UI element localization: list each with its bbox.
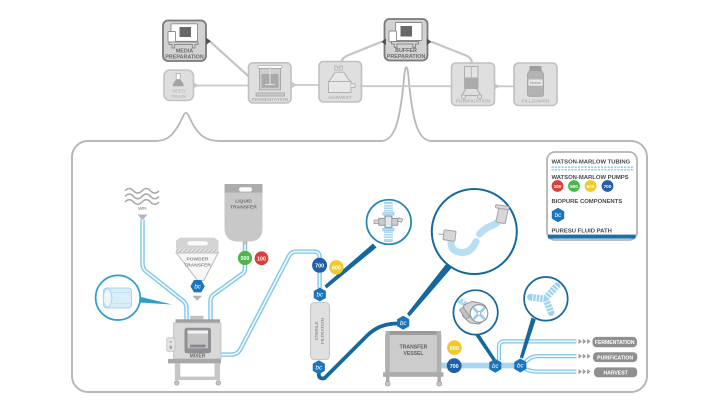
svg-text:500: 500 xyxy=(241,256,250,262)
svg-text:bc: bc xyxy=(492,363,499,370)
svg-text:TRANSFER: TRANSFER xyxy=(230,205,257,211)
svg-text:PURIFICATION: PURIFICATION xyxy=(456,99,491,105)
svg-text:HARVEST: HARVEST xyxy=(328,95,351,101)
svg-text:FILTRATION: FILTRATION xyxy=(320,318,325,344)
svg-text:600: 600 xyxy=(587,184,595,189)
svg-text:FERMENTATION: FERMENTATION xyxy=(252,97,289,102)
svg-text:LIQUID: LIQUID xyxy=(235,199,252,205)
svg-text:TRAIN: TRAIN xyxy=(171,94,186,100)
svg-text:VESSEL: VESSEL xyxy=(403,351,423,357)
svg-text:PREPARATION: PREPARATION xyxy=(165,54,204,60)
svg-text:bc: bc xyxy=(317,292,324,299)
svg-text:FILL/FINISH: FILL/FINISH xyxy=(522,99,550,105)
svg-text:PREPARATION: PREPARATION xyxy=(387,54,426,60)
svg-text:WATSON-MARLOW TUBING: WATSON-MARLOW TUBING xyxy=(552,160,631,166)
svg-text:MIXER: MIXER xyxy=(190,354,206,360)
svg-text:POWDER: POWDER xyxy=(186,256,208,262)
svg-text:MEDIA: MEDIA xyxy=(176,48,193,54)
svg-text:600: 600 xyxy=(332,266,341,272)
svg-text:SEED: SEED xyxy=(172,89,186,95)
svg-text:100: 100 xyxy=(554,184,562,189)
svg-text:bc: bc xyxy=(555,212,562,219)
svg-text:500: 500 xyxy=(570,184,578,189)
svg-text:HARVEST: HARVEST xyxy=(603,371,628,377)
svg-text:PURIFICATION: PURIFICATION xyxy=(597,355,633,361)
svg-text:bc: bc xyxy=(194,283,201,290)
svg-text:Medium: Medium xyxy=(530,81,542,85)
svg-text:WFI: WFI xyxy=(138,206,146,211)
svg-text:TRANSFER: TRANSFER xyxy=(400,345,428,351)
svg-text:700: 700 xyxy=(604,184,612,189)
svg-text:BIOPURE COMPONENTS: BIOPURE COMPONENTS xyxy=(552,199,623,205)
svg-text:FERMENTATION: FERMENTATION xyxy=(595,340,635,346)
svg-text:700: 700 xyxy=(450,364,459,370)
svg-text:TRANSFER: TRANSFER xyxy=(184,262,211,268)
svg-text:600: 600 xyxy=(450,346,459,352)
svg-text:PURESU FLUID PATH: PURESU FLUID PATH xyxy=(552,229,612,235)
svg-text:700: 700 xyxy=(315,264,324,270)
svg-text:bc: bc xyxy=(316,364,323,371)
svg-text:WATSON-MARLOW PUMPS: WATSON-MARLOW PUMPS xyxy=(552,175,629,181)
svg-text:bc: bc xyxy=(517,363,524,370)
svg-text:bc: bc xyxy=(400,320,407,327)
svg-text:100: 100 xyxy=(257,256,266,262)
svg-text:STERILE: STERILE xyxy=(314,321,319,340)
svg-text:BUFFER: BUFFER xyxy=(395,48,417,54)
